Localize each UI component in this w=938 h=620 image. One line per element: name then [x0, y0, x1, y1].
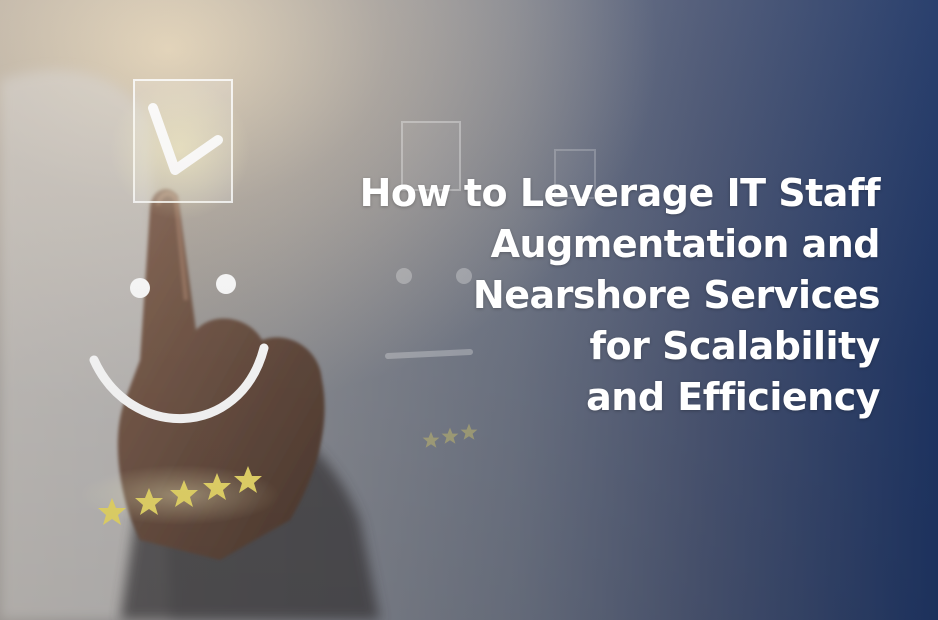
headline-line: Nearshore Services: [472, 273, 881, 317]
faint-star-rating: [422, 423, 478, 448]
star-icon: [203, 473, 231, 500]
star-rating: [80, 465, 280, 525]
smiley-face-icon: [89, 274, 269, 423]
star-icon: [422, 431, 440, 448]
star-icon: [460, 423, 478, 440]
headline-line: for Scalability: [589, 324, 880, 368]
star-icon: [234, 466, 262, 493]
star-icon: [441, 427, 459, 444]
headline: How to Leverage IT Staff Augmentation an…: [280, 168, 881, 423]
star-icon: [170, 480, 198, 507]
star-icon: [98, 498, 126, 525]
headline-line: and Efficiency: [586, 375, 880, 419]
star-icon: [135, 488, 163, 515]
neutral-face-icon: [385, 268, 473, 359]
faint-checkbox-icon: [401, 121, 461, 191]
headline-line: How to Leverage IT Staff: [359, 171, 881, 215]
faint-checkbox-icon: [554, 149, 596, 199]
checkbox-checked-icon: [110, 79, 250, 220]
headline-line: Augmentation and: [490, 222, 881, 266]
